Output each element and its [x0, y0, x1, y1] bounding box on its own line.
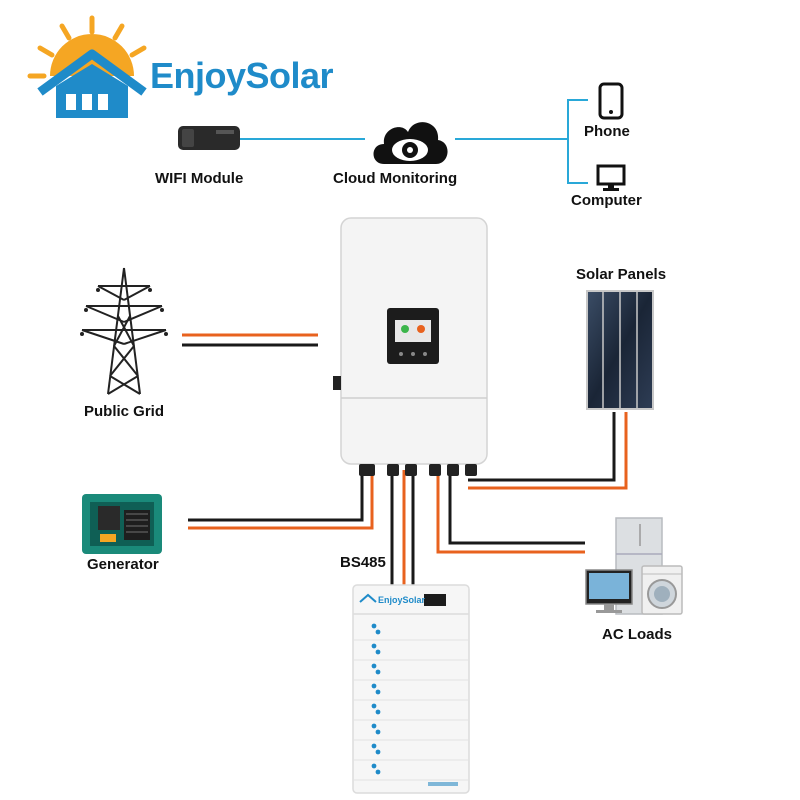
inverter-icon	[333, 217, 488, 476]
ac-loads-wires	[436, 470, 585, 554]
solar-wires	[468, 412, 628, 490]
battery-brand-label: EnjoySolar	[378, 595, 426, 605]
battery-indicator-dot	[375, 769, 381, 775]
battery-indicator-dot	[375, 689, 381, 695]
battery-indicator-dot	[371, 763, 377, 769]
battery-indicator-dot	[375, 729, 381, 735]
battery-indicator-dot	[375, 749, 381, 755]
phone-label: Phone	[584, 123, 630, 140]
cloud-monitoring-label: Cloud Monitoring	[333, 170, 458, 187]
public-grid-label: Public Grid	[84, 403, 165, 420]
battery-indicator-dot	[371, 643, 377, 649]
battery-indicator-dot	[371, 683, 377, 689]
sun-house-logo-icon	[27, 15, 147, 118]
phone-icon	[598, 82, 624, 120]
grid-wires	[182, 333, 318, 347]
transmission-tower-icon	[80, 267, 168, 395]
comm-lines	[240, 99, 588, 184]
bs485-label: BS485	[340, 554, 386, 571]
battery-indicator-dot	[371, 743, 377, 749]
computer-icon	[596, 164, 626, 191]
battery-indicator-dot	[375, 709, 381, 715]
solar-panels-label: Solar Panels	[576, 266, 667, 283]
cloud-eye-icon	[373, 122, 448, 164]
generator-icon	[82, 494, 162, 554]
battery-indicator-dot	[375, 649, 381, 655]
ac-loads-label: AC Loads	[602, 626, 673, 643]
brand-name: EnjoySolar	[150, 55, 334, 96]
solar-panel-icon	[586, 290, 654, 410]
battery-indicator-dot	[375, 669, 381, 675]
generator-wires	[188, 470, 374, 530]
wifi-dongle-icon	[178, 126, 240, 150]
battery-indicator-dot	[375, 629, 381, 635]
battery-indicator-dot	[371, 663, 377, 669]
appliances-icon	[585, 517, 683, 615]
battery-stack-icon	[352, 584, 470, 794]
battery-indicator-dot	[371, 723, 377, 729]
wifi-module-label: WIFI Module	[155, 170, 244, 187]
battery-indicator-dot	[371, 703, 377, 709]
battery-indicator-dot	[371, 623, 377, 629]
battery-wires	[390, 470, 415, 590]
computer-label: Computer	[571, 192, 642, 209]
generator-label: Generator	[87, 556, 159, 573]
